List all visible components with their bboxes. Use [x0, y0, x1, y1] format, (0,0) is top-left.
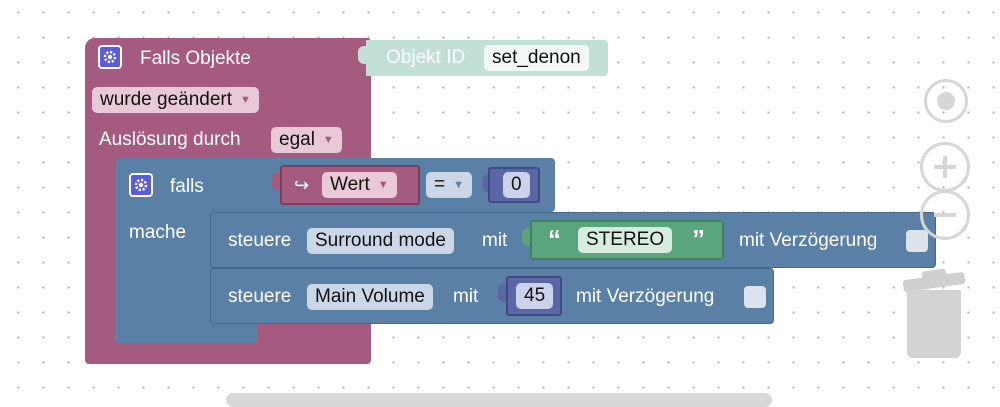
- change-dropdown[interactable]: wurde geändert ▼: [92, 87, 259, 113]
- event-title: Falls Objekte: [140, 48, 251, 69]
- do-label: mache: [129, 222, 187, 243]
- close-quote-icon: ”: [692, 224, 705, 254]
- dropdown-arrow-icon: ▼: [453, 179, 464, 191]
- delay-checkbox[interactable]: [906, 230, 928, 252]
- control-target[interactable]: Main Volume: [307, 284, 433, 310]
- if-label: falls: [170, 176, 204, 197]
- dropdown-arrow-icon: ▼: [322, 134, 334, 146]
- dropdown-arrow-icon: ▼: [240, 94, 251, 106]
- operator-dropdown[interactable]: =▼: [426, 172, 472, 198]
- control-prefix: steuere: [228, 286, 292, 307]
- delay-label: mit Verzögerung: [739, 230, 878, 251]
- dropdown-arrow-icon: ▼: [377, 179, 389, 191]
- change-dropdown-value: wurde geändert: [100, 89, 233, 110]
- return-arrow-icon: ↪: [294, 175, 310, 195]
- volume-number[interactable]: 45: [516, 283, 554, 309]
- zoom-in-icon[interactable]: [920, 142, 970, 192]
- trash-body[interactable]: [907, 290, 961, 358]
- variable-name: Wert: [330, 174, 370, 195]
- control-target[interactable]: Surround mode: [307, 228, 454, 254]
- delay-checkbox[interactable]: [744, 286, 766, 308]
- control-with: mit: [453, 286, 479, 307]
- trigger-dropdown[interactable]: egal ▼: [271, 127, 342, 153]
- object-id-label: Objekt ID: [386, 47, 466, 68]
- gear-icon[interactable]: [98, 45, 122, 69]
- zoom-out-icon[interactable]: [920, 190, 970, 240]
- gear-icon[interactable]: [129, 173, 153, 197]
- control-prefix: steuere: [228, 230, 292, 251]
- variable-block[interactable]: ↪ Wert ▼: [280, 165, 420, 205]
- control-with: mit: [482, 230, 508, 251]
- open-quote-icon: “: [548, 224, 561, 254]
- delay-label: mit Verzögerung: [576, 286, 715, 307]
- object-id-value[interactable]: set_denon: [484, 45, 589, 71]
- operator-value: =: [434, 174, 446, 195]
- number-block[interactable]: 0: [488, 167, 540, 203]
- recenter-icon[interactable]: [924, 79, 968, 123]
- number-connector: [482, 174, 492, 192]
- object-id-block[interactable]: Objekt ID set_denon: [366, 40, 608, 76]
- trigger-dropdown-value: egal: [279, 129, 315, 150]
- text-value[interactable]: STEREO: [578, 227, 673, 253]
- trigger-label: Auslösung durch: [99, 129, 241, 150]
- horizontal-scrollbar[interactable]: [226, 393, 772, 407]
- volume-number-block[interactable]: 45: [506, 276, 562, 316]
- compare-number[interactable]: 0: [503, 172, 530, 198]
- text-block[interactable]: “ STEREO ”: [530, 220, 724, 260]
- control-block-volume[interactable]: steuere Main Volume mit mit Verzögerung: [210, 268, 774, 324]
- variable-dropdown[interactable]: Wert ▼: [322, 172, 397, 198]
